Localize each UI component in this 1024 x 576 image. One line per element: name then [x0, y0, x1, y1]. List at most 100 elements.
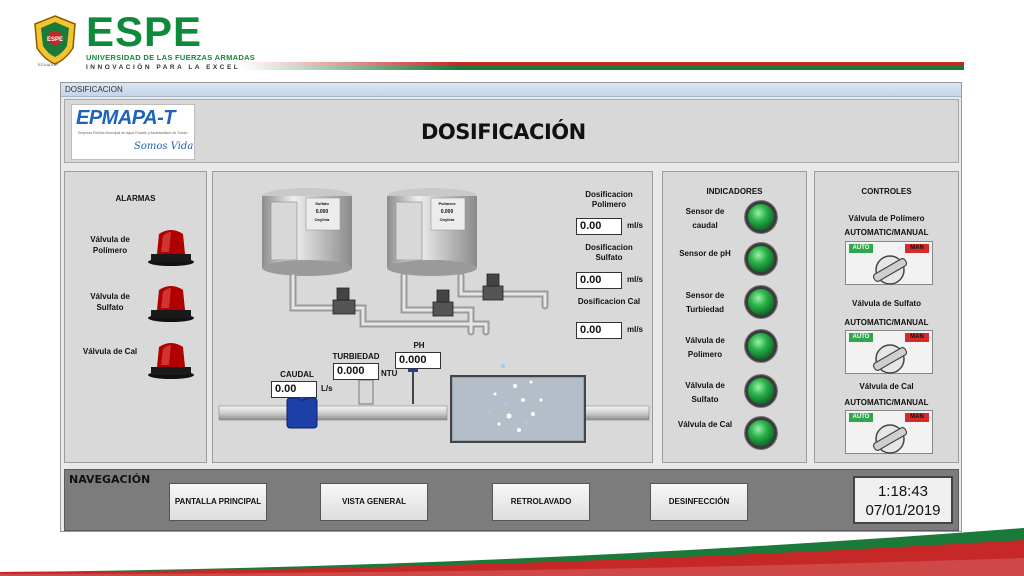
page-title: DOSIFICACIÓN — [421, 120, 586, 144]
dosing-cal-unit: ml/s — [627, 325, 644, 334]
control-name-cal: Válvula de Cal — [859, 382, 914, 391]
auto-indicator: AUTO — [849, 413, 873, 422]
dosing-polimero-label: Dosificacion Polimero — [585, 190, 633, 209]
indicator-label-turbiedad: Sensor de Turbiedad — [685, 291, 725, 314]
title-panel: EPMAPA-T Empresa Pública Municipal de Ag… — [64, 99, 959, 163]
control-name-sulfato: Válvula de Sulfato — [852, 299, 921, 308]
epmapa-logo-text: EPMAPA-T — [76, 107, 175, 129]
window-titlebar: DOSIFICACION — [61, 83, 961, 97]
turbiedad-value: 0.000 — [333, 363, 379, 380]
indicator-label-valvula-cal: Válvula de Cal — [677, 420, 733, 429]
man-indicator: MAN — [905, 333, 929, 342]
navigation-bar: NAVEGACIÓN PANTALLA PRINCIPAL VISTA GENE… — [64, 469, 959, 531]
caudal-label: CAUDAL — [280, 370, 314, 379]
indicator-lamp-valvula-cal — [745, 417, 777, 449]
selector-switch-sulfato[interactable]: AUTO MAN — [845, 330, 933, 374]
controls-panel: CONTROLES Válvula de Polímero AUTOMATIC/… — [814, 171, 959, 463]
epmapa-slogan: Somos Vida — [134, 141, 194, 152]
control-mode-polimero: AUTOMATIC/MANUAL — [844, 228, 929, 237]
nav-button-retrolavado[interactable]: RETROLAVADO — [492, 483, 590, 521]
dosing-polimero-unit: ml/s — [627, 221, 644, 230]
mixing-tank-icon — [450, 364, 586, 443]
dosing-valve-icon — [332, 273, 504, 317]
selector-knob-icon — [872, 424, 908, 454]
control-name-polimero: Válvula de Polímero — [848, 214, 925, 223]
clock-time: 1:18:43 — [877, 483, 929, 500]
hmi-window: DOSIFICACION EPMAPA-T Empresa Pública Mu… — [60, 82, 962, 532]
turbiedad-label: TURBIEDAD — [332, 352, 380, 361]
alarm-label-sulfato: Válvula de Sulfato — [90, 292, 130, 312]
caudal-value: 0.00 — [271, 381, 317, 398]
clock-date: 07/01/2019 — [865, 502, 941, 519]
indicators-panel: INDICADORES Sensor de caudal Sensor de p… — [662, 171, 807, 463]
control-mode-cal: AUTOMATIC/MANUAL — [844, 398, 929, 407]
selector-knob-icon — [872, 255, 908, 285]
brand-name: ESPE — [86, 8, 203, 55]
header-stripe-red — [240, 62, 964, 66]
dosing-cal-label: Dosificacion Cal — [577, 297, 641, 306]
navigation-title: NAVEGACIÓN — [69, 473, 151, 486]
crest-text: ESPE — [47, 37, 63, 43]
alarm-beacon-icon — [148, 286, 194, 322]
ph-value: 0.000 — [395, 352, 441, 369]
crest-caption: ECUADOR — [38, 62, 59, 67]
polimero-tank-icon — [387, 188, 477, 276]
control-mode-sulfato: AUTOMATIC/MANUAL — [844, 318, 929, 327]
indicators-title: INDICADORES — [706, 187, 763, 196]
indicator-label-valvula-sulfato: Válvula de Sulfato — [685, 381, 725, 404]
brand-subtitle: UNIVERSIDAD DE LAS FUERZAS ARMADAS — [86, 53, 256, 62]
dosing-sulfato-unit: ml/s — [627, 275, 644, 284]
epmapa-fine-print: Empresa Pública Municipal de Agua Potabl… — [78, 131, 188, 135]
turbiedad-unit: NTU — [381, 369, 398, 378]
espe-logo: ESPE UNIVERSIDAD DE LAS FUERZAS ARMADAS … — [86, 8, 273, 72]
alarm-label-polimero: Válvula de Polímero — [90, 235, 130, 255]
nav-button-desinfeccion[interactable]: DESINFECCIÓN — [650, 483, 748, 521]
indicator-lamp-valvula-polimero — [745, 330, 777, 362]
footer-decoration — [0, 528, 1024, 576]
sulfato-tank-icon — [262, 188, 352, 276]
epmapa-logo: EPMAPA-T Empresa Pública Municipal de Ag… — [71, 104, 195, 160]
ph-label: PH — [413, 341, 425, 350]
man-indicator: MAN — [905, 413, 929, 422]
main-pipe — [218, 405, 448, 421]
auto-indicator: AUTO — [849, 244, 873, 253]
tank-sulfato-unit: Oxyliria — [314, 217, 330, 222]
indicator-label-valvula-polimero: Válvula de Polimero — [685, 336, 725, 359]
process-diagram: Sulfato 0.000 Oxyliria Polímero 0.000 Ox… — [212, 171, 653, 463]
dosing-sulfato-value: 0.00 — [576, 272, 622, 289]
espe-crest-icon: ESPE — [34, 15, 76, 65]
alarm-beacon-icon — [148, 343, 194, 379]
selector-switch-cal[interactable]: AUTO MAN — [845, 410, 933, 454]
indicator-lamp-valvula-sulfato — [745, 375, 777, 407]
dosing-sulfato-label: Dosificacion Sulfato — [585, 243, 633, 262]
indicator-label-caudal: Sensor de caudal — [685, 207, 725, 230]
caudal-unit: L/s — [321, 384, 333, 393]
alarms-title: ALARMAS — [115, 194, 156, 203]
selector-knob-icon — [872, 344, 908, 374]
slide-header: ESPE ECUADOR ESPE UNIVERSIDAD DE LAS FUE… — [0, 0, 1024, 76]
alarm-label-cal: Válvula de Cal — [82, 347, 138, 356]
tank-polimero-value: 0.000 — [440, 209, 454, 215]
brand-slogan: INNOVACIÓN PARA LA EXCELENCIA — [86, 64, 273, 71]
clock-display: 1:18:43 07/01/2019 — [853, 476, 953, 524]
header-stripe-green — [240, 66, 964, 70]
process-graphics — [218, 188, 650, 443]
tank-sulfato-value: 0.000 — [315, 209, 329, 215]
dosing-polimero-value: 0.00 — [576, 218, 622, 235]
indicator-lamp-ph — [745, 243, 777, 275]
tank-sulfato-label: Sulfato — [315, 201, 329, 206]
selector-switch-polimero[interactable]: AUTO MAN — [845, 241, 933, 285]
controls-title: CONTROLES — [861, 187, 912, 196]
man-indicator: MAN — [905, 244, 929, 253]
tank-polimero-label: Polímero — [438, 201, 456, 206]
nav-button-vista-general[interactable]: VISTA GENERAL — [320, 483, 428, 521]
alarms-panel: ALARMAS Válvula de Polímero Válvula de S… — [64, 171, 207, 463]
auto-indicator: AUTO — [849, 333, 873, 342]
indicator-lamp-turbiedad — [745, 286, 777, 318]
dosing-cal-value: 0.00 — [576, 322, 622, 339]
indicator-label-ph: Sensor de pH — [679, 249, 731, 258]
indicator-lamp-caudal — [745, 201, 777, 233]
tank-polimero-unit: Oxyliria — [439, 217, 455, 222]
alarm-beacon-icon — [148, 230, 194, 266]
nav-button-pantalla-principal[interactable]: PANTALLA PRINCIPAL — [169, 483, 267, 521]
